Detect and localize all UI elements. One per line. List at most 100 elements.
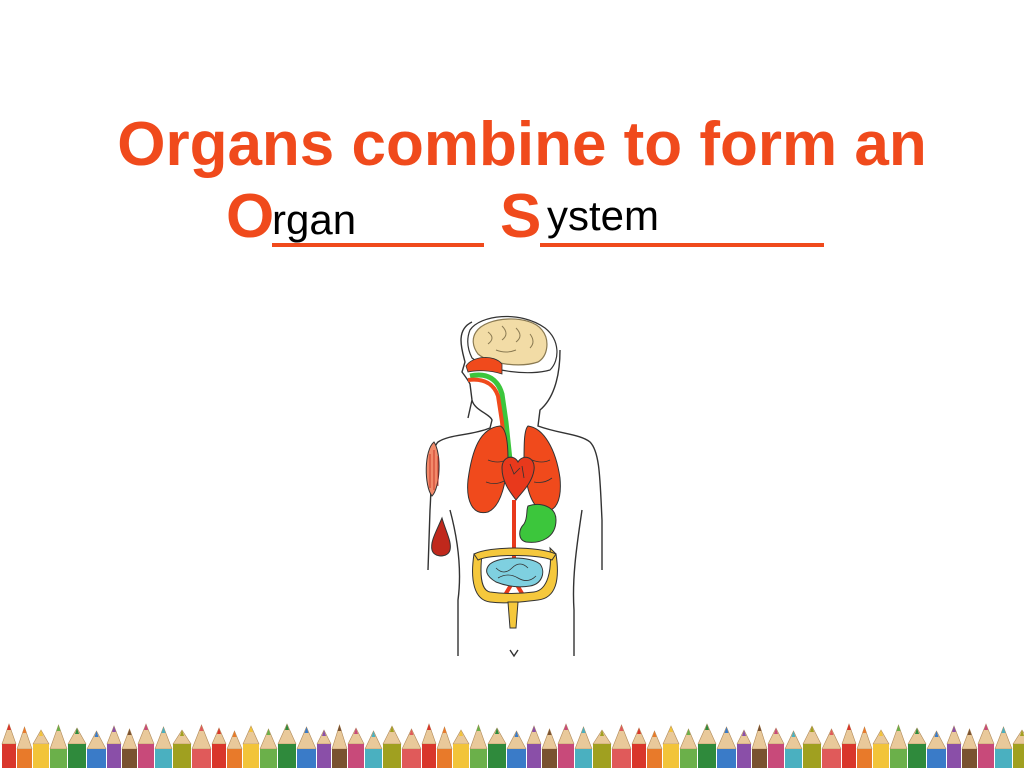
colored-pencils-border (1, 723, 1024, 768)
pencil-body (822, 749, 841, 768)
pencil-body (383, 744, 401, 768)
pencil-lead (144, 724, 148, 730)
body-outline (427, 321, 603, 658)
pencil-lead (619, 725, 624, 731)
pencil-body (212, 744, 226, 768)
pencil-lead (757, 725, 762, 731)
blood-drop-icon (431, 516, 451, 557)
pencil-lead (56, 725, 61, 731)
pencil-body (947, 744, 961, 768)
small-intestine-organ (486, 557, 544, 588)
pencil-lead (22, 727, 27, 733)
pencil-lead (984, 724, 988, 730)
pencil-body (752, 749, 767, 768)
pencil-lead (967, 729, 972, 735)
pencil-lead (354, 728, 358, 734)
pencil-lead (180, 730, 184, 736)
pencil-body (978, 744, 994, 768)
pencil-lead (442, 727, 447, 733)
pencil-body (332, 749, 347, 768)
blank-1-underline (272, 243, 484, 247)
pencil-body (155, 749, 172, 768)
pencil-body (122, 749, 137, 768)
pencil-lead (94, 731, 99, 737)
pencil-lead (652, 731, 657, 737)
pencil-lead (686, 729, 691, 735)
pencil-body (507, 749, 526, 768)
pencil-lead (232, 731, 237, 737)
blank-2-answer: ystem (547, 192, 660, 239)
pencil-lead (249, 726, 253, 732)
pencil-lead (934, 731, 939, 737)
pencil-body (647, 749, 662, 768)
pencil-lead (390, 726, 394, 732)
pencil-lead (304, 727, 309, 733)
left-lung (467, 425, 509, 514)
pencil-lead (322, 730, 326, 736)
pencil-lead (199, 725, 204, 731)
pencil-lead (217, 728, 221, 734)
pencil-lead (600, 730, 604, 736)
pencil-body (785, 749, 802, 768)
pencil-body (87, 749, 106, 768)
pencil-lead (952, 726, 956, 732)
pencil-lead (879, 730, 883, 736)
pencil-body (278, 744, 296, 768)
pencil-lead (285, 724, 289, 730)
pencil-body (542, 749, 557, 768)
pencil-body (365, 749, 382, 768)
pencil-body (243, 744, 259, 768)
pencil-body (842, 744, 856, 768)
pencil-lead (112, 726, 116, 732)
pencil-body (857, 749, 872, 768)
stomach-organ (519, 504, 557, 543)
muscle-tissue-icon (425, 441, 440, 497)
pencil-lead (742, 730, 746, 736)
pencil-body (908, 744, 926, 768)
pencil-body (437, 749, 452, 768)
pencil-body (348, 744, 364, 768)
pencil-lead (337, 725, 342, 731)
blank-2-letter: S (500, 182, 542, 251)
pencil-body (17, 749, 32, 768)
pencil-body (737, 744, 751, 768)
blank-1-answer: rgan (272, 196, 357, 243)
pencil-lead (705, 724, 709, 730)
pencil-lead (75, 728, 79, 734)
pencil-lead (581, 727, 586, 733)
pencil-body (680, 749, 697, 768)
pencil-lead (532, 726, 536, 732)
pencil-lead (547, 729, 552, 735)
pencil-body (558, 744, 574, 768)
pencil-lead (862, 727, 867, 733)
heart-organ (501, 456, 535, 501)
pencil-body (2, 744, 16, 768)
pencil-body (612, 749, 631, 768)
pencil-body (422, 744, 436, 768)
pencil-body (317, 744, 331, 768)
pencil-body (927, 749, 946, 768)
pencil-lead (371, 731, 376, 737)
pencil-lead (915, 728, 919, 734)
slide-title-line-1: Organs combine to form an (117, 110, 927, 179)
pencil-lead (724, 727, 729, 733)
pencil-body (107, 744, 121, 768)
pencil-lead (39, 730, 43, 736)
pencil-lead (896, 725, 901, 731)
pencil-lead (774, 728, 778, 734)
pencil-body (962, 749, 977, 768)
pencil-lead (266, 729, 271, 735)
pencil-body (890, 749, 907, 768)
pencil-body (227, 749, 242, 768)
pencil-lead (1020, 730, 1024, 736)
pencil-lead (161, 727, 166, 733)
pencil-body (768, 744, 784, 768)
large-intestine-organ (472, 546, 558, 604)
pencil-lead (829, 729, 834, 735)
pencil-body (453, 744, 469, 768)
pencil-body (33, 744, 49, 768)
pencil-lead (459, 730, 463, 736)
pencil-lead (810, 726, 814, 732)
pencil-lead (791, 731, 796, 737)
blank-1-letter: O (226, 182, 275, 251)
